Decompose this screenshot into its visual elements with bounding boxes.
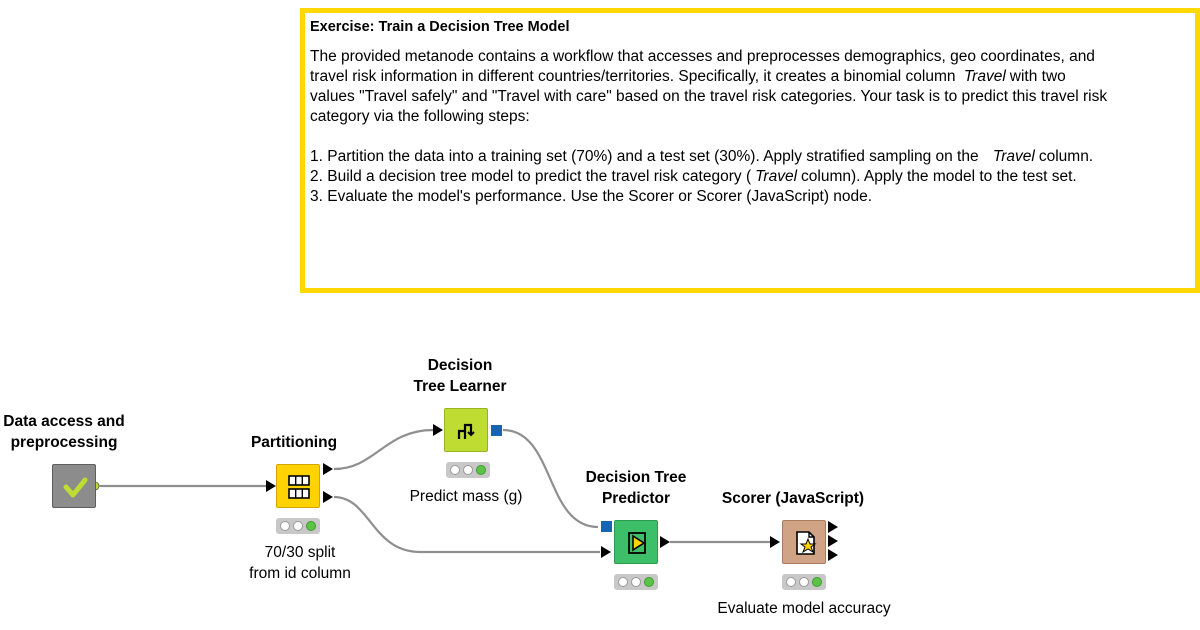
annotation-italic: Travel [963, 68, 1006, 85]
annotation-line: values "Travel safely" and "Travel with … [310, 88, 1108, 105]
scorer-document-icon [796, 531, 817, 555]
title-line: Predictor [601, 490, 671, 507]
annotation-line: The provided metanode contains a workflo… [310, 48, 1095, 65]
annotation-steps: 1. Partition the data into a training se… [310, 147, 1189, 207]
title-line: Data access and [3, 413, 125, 430]
learner-status [446, 462, 490, 478]
learner-model-out-port[interactable] [491, 425, 502, 436]
port-scorer-out-1[interactable] [828, 521, 838, 533]
annotation-italic: Travel [755, 168, 798, 185]
predictor-status [614, 574, 658, 590]
annotation-step-3: 3. Evaluate the model's performance. Use… [310, 188, 873, 205]
predictor-model-in-port[interactable] [601, 521, 612, 532]
scorer-status [782, 574, 826, 590]
status-light [799, 577, 809, 587]
step-text: 1. Partition the data into a training se… [310, 148, 979, 165]
port-predictor-out[interactable] [660, 536, 670, 548]
status-light [293, 521, 303, 531]
partitioning-title[interactable]: Partitioning [250, 434, 338, 451]
step-text: 2. Build a decision tree model to predic… [310, 168, 752, 185]
partitioning-status [276, 518, 320, 534]
predictor-node[interactable] [614, 520, 658, 564]
learner-node[interactable] [444, 408, 488, 452]
predictor-title[interactable]: Decision Tree Predictor [560, 467, 712, 509]
port-scorer-out-3[interactable] [828, 549, 838, 561]
port-partitioning-in[interactable] [266, 480, 276, 492]
scorer-title[interactable]: Scorer (JavaScript) [721, 490, 865, 507]
scorer-node[interactable] [782, 520, 826, 564]
learner-title[interactable]: Decision Tree Learner [395, 355, 525, 397]
status-light [631, 577, 641, 587]
annotation-italic: Travel [992, 148, 1035, 165]
port-scorer-in[interactable] [770, 536, 780, 548]
title-line: Decision [427, 357, 493, 374]
status-light [306, 521, 316, 531]
annotation-description: The provided metanode contains a workflo… [310, 47, 1189, 127]
step-text: column. [1038, 148, 1094, 165]
status-light [450, 465, 460, 475]
partitioning-description[interactable]: 70/30 split from id column [226, 542, 374, 584]
annotation-title: Exercise: Train a Decision Tree Model [310, 19, 570, 35]
connection-partitioning-learner[interactable] [333, 428, 434, 471]
learner-description[interactable]: Predict mass (g) [409, 488, 523, 505]
desc-line: from id column [249, 565, 351, 582]
connection-partitioning-predictor[interactable] [333, 495, 600, 554]
workflow-annotation[interactable]: Exercise: Train a Decision Tree Model Th… [300, 8, 1200, 293]
metanode-node[interactable] [52, 464, 96, 508]
connection-learner-predictor[interactable] [502, 428, 599, 529]
decision-tree-icon [457, 423, 475, 439]
predictor-play-icon [628, 532, 646, 554]
annotation-line: with two [1009, 68, 1066, 85]
partitioning-node[interactable] [276, 464, 320, 508]
annotation-step-1: 1. Partition the data into a training se… [310, 147, 1189, 167]
title-line: preprocessing [10, 434, 118, 451]
port-partitioning-out-top[interactable] [323, 463, 333, 475]
partition-table-icon [288, 475, 310, 499]
port-learner-in[interactable] [433, 424, 443, 436]
annotation-line: travel risk information in different cou… [310, 68, 956, 85]
status-light [618, 577, 628, 587]
status-light [786, 577, 796, 587]
status-light [644, 577, 654, 587]
title-line: Decision Tree [585, 469, 687, 486]
annotation-line: category via the following steps: [310, 108, 530, 125]
scorer-description[interactable]: Evaluate model accuracy [717, 600, 891, 617]
status-light [812, 577, 822, 587]
checkmark-icon [63, 477, 88, 498]
status-light [280, 521, 290, 531]
port-partitioning-out-bottom[interactable] [323, 491, 333, 503]
status-light [463, 465, 473, 475]
port-predictor-in[interactable] [601, 546, 611, 558]
step-text: column). Apply the model to the test set… [801, 168, 1077, 185]
desc-line: 70/30 split [264, 544, 336, 561]
port-scorer-out-2[interactable] [828, 535, 838, 547]
title-line: Tree Learner [413, 378, 507, 395]
status-light [476, 465, 486, 475]
metanode-title[interactable]: Data access and preprocessing [0, 411, 128, 453]
annotation-step-2: 2. Build a decision tree model to predic… [310, 167, 1189, 187]
